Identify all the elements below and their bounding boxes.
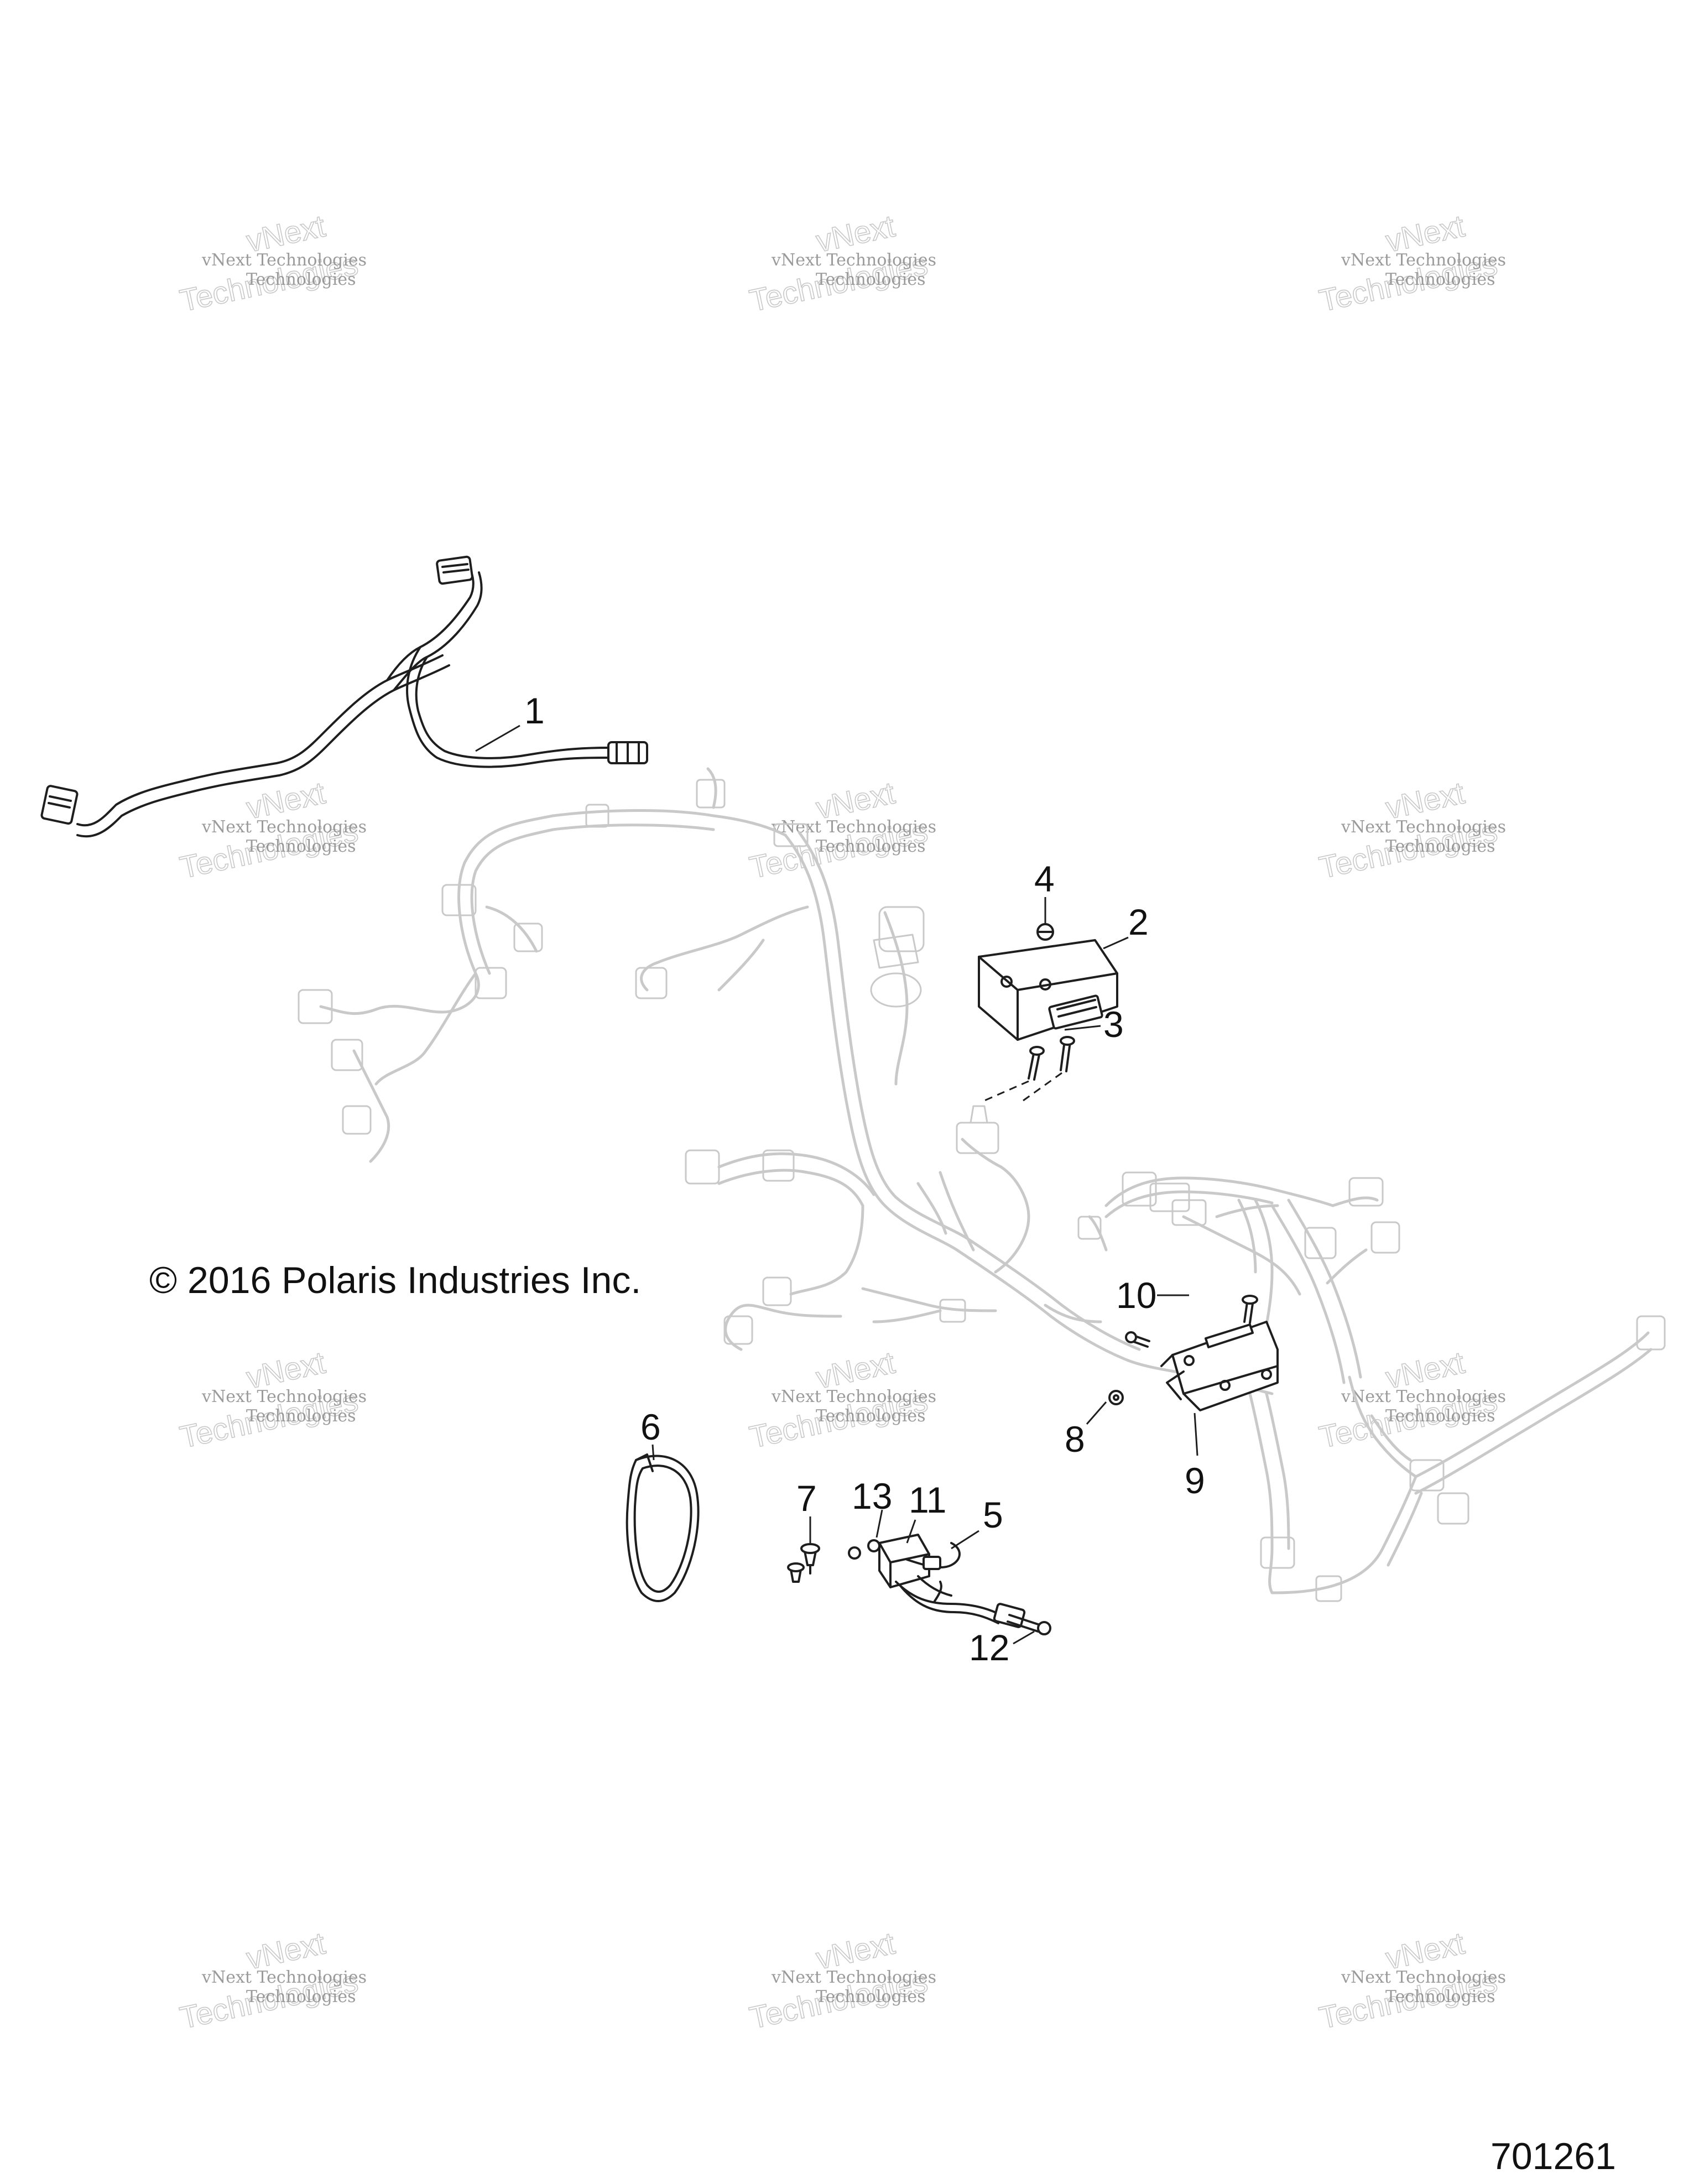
callout-5: 5 [983,1494,1003,1535]
watermark-small: vNext Technologies [201,1968,367,1987]
watermark-small: vNext Technologies [201,1387,367,1406]
part-5-relay-harness [878,1534,1026,1628]
leader-8 [1086,1401,1107,1425]
part-13-nut [848,1539,880,1560]
callout-10: 10 [1116,1275,1156,1316]
watermark-tile: Technologies vNext vNext Technologies Te… [1316,1925,1506,2035]
document-number: 701261 [1490,2135,1616,2177]
watermark-tile: Technologies vNext vNext Technologies Te… [176,1344,367,1455]
part-7-push-rivets [787,1543,820,1583]
callout-2: 2 [1128,901,1149,942]
part-3-screws [984,1036,1075,1102]
watermark-small-2: Technologies [246,270,356,289]
watermark-tile: Technologies vNext vNext Technologies Te… [176,774,367,885]
watermark-small: vNext Technologies [771,1387,936,1406]
watermark-tile: Technologies vNext vNext Technologies Te… [746,207,936,318]
callout-6: 6 [640,1406,661,1447]
watermark-tile: Technologies vNext vNext Technologies Te… [746,1344,936,1455]
callout-7: 7 [796,1478,817,1519]
leader-11 [906,1519,916,1544]
callout-13: 13 [852,1476,892,1516]
part-2-control-module [978,939,1118,1041]
watermark-small: vNext Technologies [1341,1387,1506,1406]
callout-numbers: 1 2 3 4 5 6 7 8 9 10 11 12 13 [524,690,1205,1668]
watermark-tile: Technologies vNext vNext Technologies Te… [746,1925,936,2035]
leader-13 [875,1509,883,1538]
part-10-bolt [1125,1295,1258,1348]
watermark-small: vNext Technologies [771,817,936,837]
leader-5 [951,1530,979,1550]
leader-3 [1064,1025,1101,1031]
leader-lines [475,724,1198,1645]
watermark-small-2: Technologies [1385,837,1495,856]
watermark-small: vNext Technologies [1341,251,1506,270]
watermark-small-2: Technologies [816,837,926,856]
leader-2 [1103,936,1129,950]
callout-8: 8 [1065,1419,1085,1460]
leader-9 [1194,1412,1198,1456]
watermark-tile: Technologies vNext vNext Technologies Te… [1316,207,1506,318]
watermark-tile: Technologies vNext vNext Technologies Te… [176,1925,367,2035]
leader-6 [652,1444,655,1461]
part-9-bracket [1160,1321,1279,1411]
watermark-small: vNext Technologies [201,251,367,270]
watermark-small: vNext Technologies [1341,1968,1506,1987]
watermark-small-2: Technologies [246,837,356,856]
callout-1: 1 [524,690,545,731]
callout-9: 9 [1185,1460,1205,1501]
callout-4: 4 [1034,858,1055,899]
watermark-small-2: Technologies [1385,270,1495,289]
main-wire-harness-ghost [298,767,1666,1602]
watermark-small-2: Technologies [1385,1406,1495,1426]
watermark-small-2: Technologies [816,1406,926,1426]
watermark-small-2: Technologies [246,1987,356,2006]
part-4-nut [1036,923,1054,941]
watermark-small: vNext Technologies [201,817,367,837]
part-8-washer [1108,1390,1124,1405]
watermark-tile: Technologies vNext vNext Technologies Te… [1316,1344,1506,1455]
part-1-wire-harness [40,555,648,838]
part-12-bolt [1007,1614,1051,1635]
leader-1 [475,724,520,752]
watermark-small: vNext Technologies [771,251,936,270]
watermark-small: vNext Technologies [1341,817,1506,837]
callout-12: 12 [969,1627,1009,1668]
leader-12 [1013,1630,1035,1645]
watermark-tile: Technologies vNext vNext Technologies Te… [176,207,367,318]
copyright-notice: © 2016 Polaris Industries Inc. [149,1259,641,1301]
watermark-small-2: Technologies [816,270,926,289]
watermark-small-2: Technologies [246,1406,356,1426]
watermark-small-2: Technologies [1385,1987,1495,2006]
callout-11: 11 [909,1479,947,1520]
callout-3: 3 [1103,1004,1124,1045]
watermark-small: vNext Technologies [771,1968,936,1987]
watermark-small-2: Technologies [816,1987,926,2006]
watermark-tile: Technologies vNext vNext Technologies Te… [1316,774,1506,885]
part-6-strap [626,1453,700,1602]
